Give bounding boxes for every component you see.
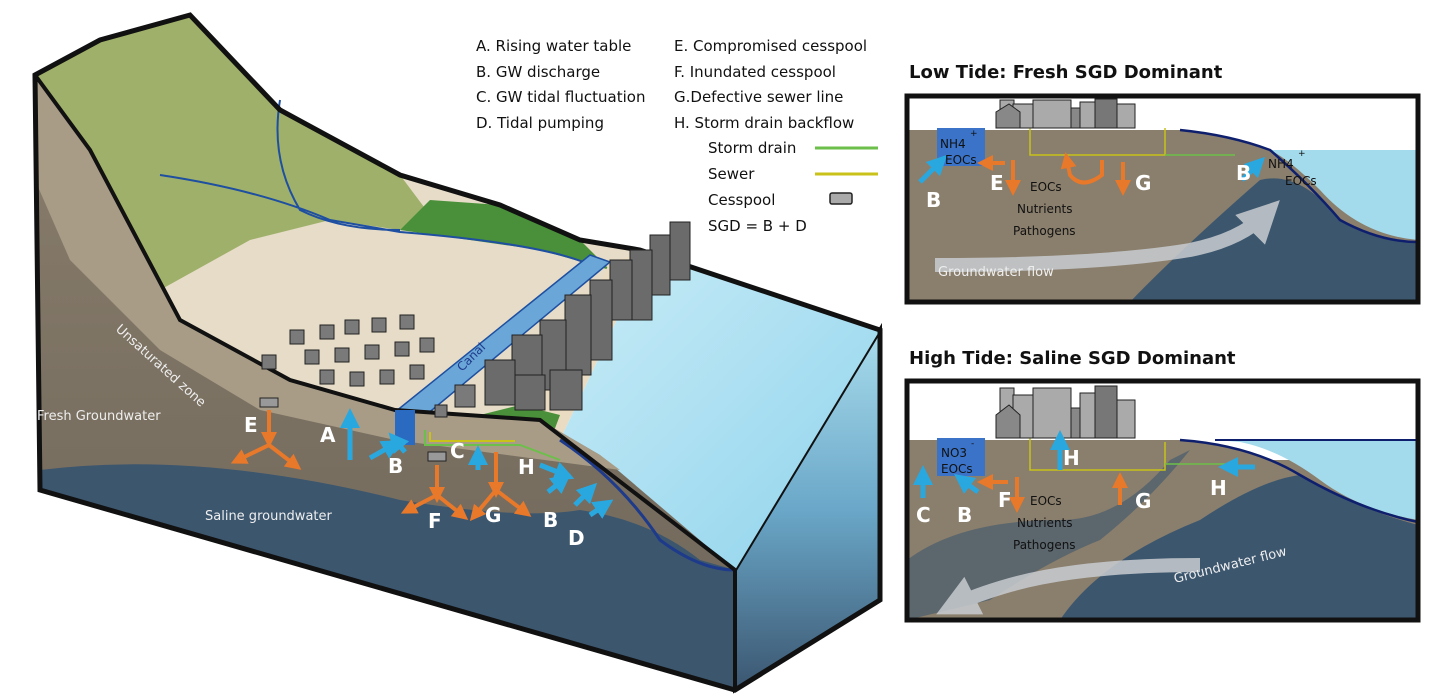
block-edge — [33, 73, 737, 690]
no3-label: NO3 — [941, 446, 967, 460]
contaminant-nutrients: Nutrients — [1017, 202, 1073, 216]
label-D: D — [568, 526, 585, 550]
contaminant-eocs: EOCs — [1030, 494, 1062, 508]
low-tide-panel: NH4 + EOCs NH4 + EOCs EOCs Nutrients Pat… — [904, 62, 1421, 305]
contaminant-nutrients: Nutrients — [1017, 516, 1073, 530]
legend-item: E. Compromised cesspool — [674, 37, 867, 55]
eocs-label: EOCs — [1285, 174, 1317, 188]
high-tide-title: High Tide: Saline SGD Dominant — [909, 348, 1236, 369]
contaminant-arrows — [230, 410, 532, 522]
legend-item: C. GW tidal fluctuation — [476, 88, 645, 106]
label-B: B — [388, 454, 403, 478]
legend: A. Rising water table B. GW discharge C.… — [476, 37, 878, 235]
legend-item: F. Inundated cesspool — [674, 63, 836, 81]
saline-groundwater-label: Saline groundwater — [205, 509, 333, 524]
stream — [159, 99, 601, 271]
label-A: A — [320, 423, 336, 447]
legend-item: D. Tidal pumping — [476, 114, 604, 132]
low-tide-title: Low Tide: Fresh SGD Dominant — [909, 62, 1223, 83]
legend-storm-drain: Storm drain — [708, 139, 796, 157]
label-H: H — [1063, 446, 1080, 470]
label-H: H — [1210, 476, 1227, 500]
legend-item: B. GW discharge — [476, 63, 600, 81]
contaminant-eocs: EOCs — [1030, 180, 1062, 194]
groundwater-flow-arrow — [936, 558, 1201, 615]
label-B: B — [957, 503, 972, 527]
green-slope — [400, 200, 610, 270]
label-G: G — [485, 503, 501, 527]
nh4-label: NH4 — [940, 137, 966, 151]
houses — [261, 314, 476, 418]
plus-sign: + — [1298, 149, 1306, 159]
cesspool-icon — [829, 192, 853, 205]
label-C: C — [916, 503, 931, 527]
high-tide-panel: NO3 - EOCs EOCs Nutrients Pathogens Grou… — [904, 348, 1421, 623]
hillside-vegetation — [35, 15, 430, 290]
label-G: G — [1135, 489, 1151, 513]
discharge-arrows — [340, 408, 614, 519]
contaminant-pathogens: Pathogens — [1013, 538, 1076, 552]
plus-sign: + — [970, 129, 978, 139]
eocs-label: EOCs — [941, 462, 973, 476]
label-F: F — [428, 509, 442, 533]
label-B-sea: B — [543, 508, 558, 532]
sewer-line — [429, 432, 515, 442]
groundwater-flow-label: Groundwater flow — [938, 265, 1054, 280]
label-H: H — [518, 455, 535, 479]
legend-item: G.Defective sewer line — [674, 88, 843, 106]
cesspool-icon — [259, 397, 279, 408]
block-diagram: A B C E F G H B D Unsaturated zone Fresh… — [32, 12, 883, 694]
water-table-line — [559, 438, 736, 572]
groundwater-flow-arrow — [934, 200, 1280, 272]
eocs-label: EOCs — [945, 153, 977, 167]
label-G: G — [1135, 171, 1151, 195]
legend-item: A. Rising water table — [476, 37, 631, 55]
legend-sgd: SGD = B + D — [708, 217, 807, 235]
legend-sewer: Sewer — [708, 165, 755, 183]
cesspool-icon — [427, 451, 447, 462]
legend-item: H. Storm drain backflow — [674, 114, 854, 132]
high-rise-buildings — [484, 221, 691, 411]
label-C: C — [450, 439, 465, 463]
label-B: B — [926, 188, 941, 212]
low-tide-buildings — [995, 98, 1136, 129]
saline-groundwater — [40, 464, 735, 690]
label-B: B — [1236, 161, 1251, 185]
label-E: E — [244, 413, 258, 437]
fresh-groundwater-label: Fresh Groundwater — [37, 409, 161, 424]
label-E: E — [990, 171, 1004, 195]
nh4-label: NH4 — [1268, 157, 1294, 171]
label-F: F — [998, 488, 1012, 512]
legend-cesspool: Cesspool — [708, 191, 775, 209]
contaminant-pathogens: Pathogens — [1013, 224, 1076, 238]
minus-sign: - — [971, 439, 974, 449]
high-tide-buildings — [995, 385, 1136, 439]
